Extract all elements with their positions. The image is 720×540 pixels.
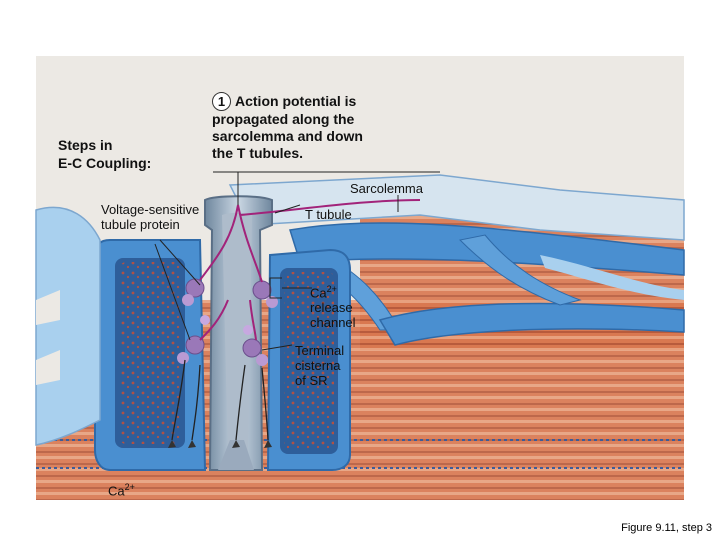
figure-caption: Figure 9.11, step 3 <box>621 522 712 534</box>
ca-release-line3: channel <box>310 315 356 331</box>
t-tubule-label: T tubule <box>305 207 352 222</box>
calcium-ion-label: Ca2+ <box>108 480 135 498</box>
calcium-ion-symbol: Ca <box>108 483 125 499</box>
voltage-sensitive-proteins <box>177 278 278 366</box>
terminal-cisterna-line1: Terminal <box>295 343 345 358</box>
calcium-release-arrows <box>171 359 269 441</box>
sarcoplasmic-reticulum <box>289 222 685 346</box>
ca-release-channel-label: Ca2+ release channel <box>310 282 356 330</box>
terminal-cisterna-label: Terminal cisterna of SR <box>295 343 344 388</box>
voltage-sensitive-label-line2: tubule protein <box>101 217 180 232</box>
steps-heading-line2: E-C Coupling: <box>58 155 152 171</box>
calcium-ion-charge: 2+ <box>124 482 135 492</box>
step-text-line3: sarcolemma and down <box>212 128 363 144</box>
ca-release-ion-charge: 2+ <box>326 284 337 294</box>
terminal-cisterna-right <box>266 248 351 471</box>
step-number-badge: 1 <box>212 92 231 111</box>
voltage-sensitive-label-line1: Voltage-sensitive <box>101 202 200 217</box>
ca-release-ion: Ca <box>310 285 327 301</box>
ca-release-line2: release <box>310 300 353 316</box>
step-text-line2: propagated along the <box>212 111 355 127</box>
leader-lines <box>154 171 440 351</box>
sarcolemma-label: Sarcolemma <box>350 181 423 196</box>
action-potential-path <box>199 199 421 341</box>
step-text-line4: the T tubules. <box>212 145 303 161</box>
terminal-cisterna-line2: cisterna <box>295 358 341 373</box>
steps-heading: Steps in E-C Coupling: <box>58 136 218 172</box>
calcium-ions <box>168 440 272 448</box>
step-text-line1: Action potential is <box>235 93 357 109</box>
steps-heading-line1: Steps in <box>58 137 113 153</box>
terminal-cisterna-left <box>35 206 207 471</box>
voltage-sensitive-label: Voltage-sensitive tubule protein <box>101 202 199 232</box>
sarcolemma-sheet <box>228 174 685 241</box>
terminal-cisterna-line3: of SR <box>295 373 328 388</box>
